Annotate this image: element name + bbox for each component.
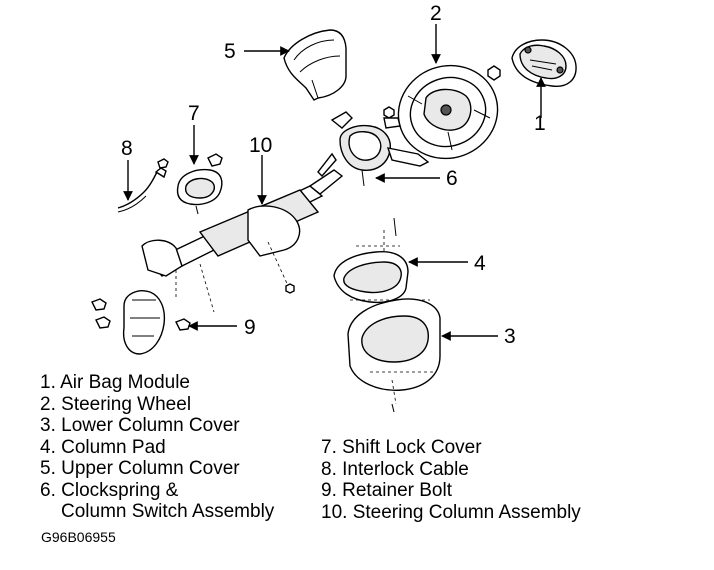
steering-wheel-drawing [383,64,501,160]
callout-2: 2 [430,2,442,25]
air-bag-module-drawing [511,39,577,87]
legend-item: 7. Shift Lock Cover [321,437,482,458]
upper-column-cover-drawing [283,29,347,101]
legend-left: 1. Air Bag Module 2. Steering Wheel 3. L… [40,372,274,523]
callout-1: 1 [534,112,546,135]
legend-item: 5. Upper Column Cover [40,458,240,479]
callout-9: 9 [244,316,256,339]
legend-right: 7. Shift Lock Cover 8. Interlock Cable 9… [321,437,581,523]
lower-column-cover-drawing [347,298,441,413]
clockspring-switch-assembly-drawing [317,111,430,187]
callout-7: 7 [188,102,200,125]
column-pad-drawing [333,217,430,304]
callout-3: 3 [504,325,516,348]
legend-item: 9. Retainer Bolt [321,480,452,501]
legend-item: 10. Steering Column Assembly [321,501,581,523]
steering-column-assembly-drawing [91,169,344,355]
legend-item-continuation: Column Switch Assembly [61,501,275,522]
legend-item: 8. Interlock Cable [321,458,469,480]
callout-8: 8 [121,137,133,160]
callout-4: 4 [474,252,486,275]
legend-item: 4. Column Pad [40,436,166,458]
callout-5: 5 [224,40,236,63]
legend-item: 1. Air Bag Module [40,372,190,393]
callout-6: 6 [446,167,458,190]
figure-code: G96B06955 [41,529,116,545]
callout-10: 10 [249,134,272,157]
legend-item: 2. Steering Wheel [40,393,192,415]
shift-lock-cover-drawing [157,153,223,215]
legend-item: 3. Lower Column Cover [40,415,240,436]
legend-item: 6. Clockspring & [40,479,179,501]
interlock-cable-drawing [117,167,167,213]
